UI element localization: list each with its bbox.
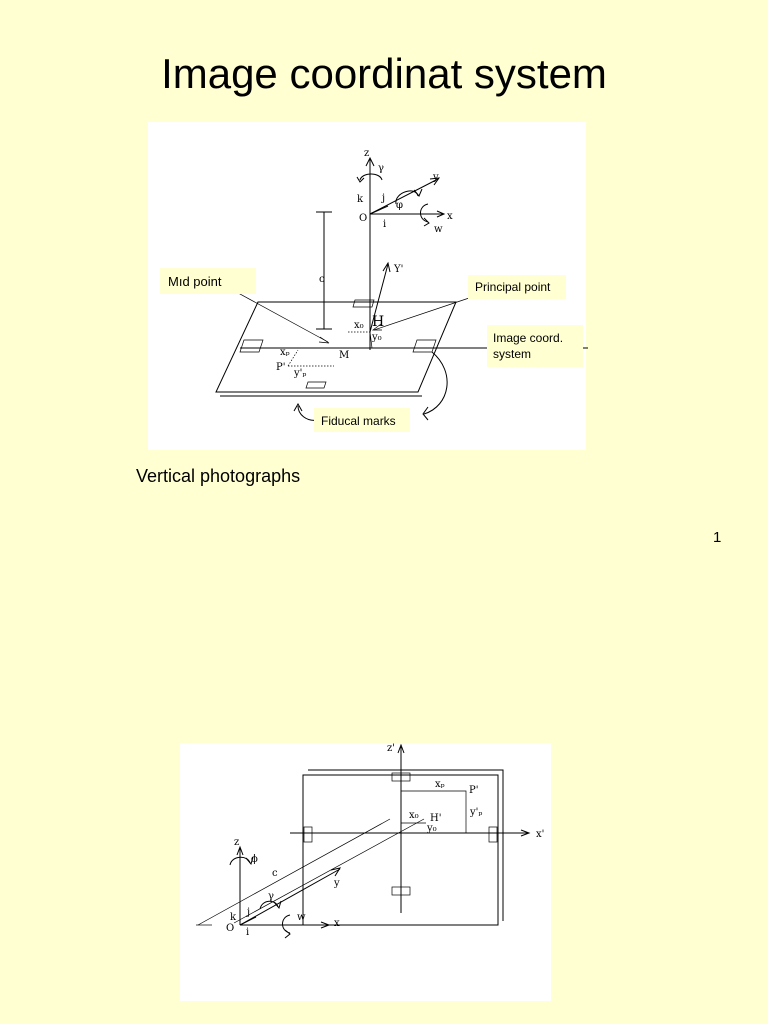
projection-line-lower xyxy=(233,818,425,924)
gamma-arrow xyxy=(356,176,365,183)
image-coord-diagram: z' x' xₚ P' y'ₚ x₀ H' y₀ c z ϕ y γ xyxy=(180,743,551,1001)
y0-line xyxy=(369,331,373,349)
page-number: 1 xyxy=(713,529,722,546)
j-label: j xyxy=(381,193,385,204)
mid-point-label: Mıd point xyxy=(168,274,222,289)
x-label-2: x xyxy=(334,918,340,929)
xprime-label: x' xyxy=(536,829,544,840)
fiducial-arc-right-arrow xyxy=(422,406,429,421)
fiducial-arc-left-arrow xyxy=(293,402,303,412)
zprime-arrow xyxy=(397,743,405,754)
phi-arrow-2 xyxy=(245,856,254,866)
z-label-2: z xyxy=(234,837,239,848)
y-axis-arrow xyxy=(429,177,441,186)
hprime-label: H' xyxy=(430,813,441,824)
x-label: x xyxy=(447,211,453,222)
fiducial-mark-left xyxy=(239,339,264,353)
p-label: P' xyxy=(276,362,285,373)
y0-label: y₀ xyxy=(371,332,382,343)
fiducial-mark-bottom xyxy=(305,381,327,389)
origin-label-2: O xyxy=(226,923,234,934)
fiducial-mark-right xyxy=(412,339,437,353)
fiducial-arc-right xyxy=(423,351,448,415)
fiducial-left xyxy=(303,826,313,843)
k-label: k xyxy=(357,194,364,205)
xp-label: xₚ xyxy=(280,347,290,358)
system-label: system xyxy=(493,347,531,361)
w-label-2: w xyxy=(297,912,306,923)
j-vector-2 xyxy=(239,916,257,926)
fiducial-right xyxy=(488,826,498,843)
vertical-photo-diagram: z γ y φ x w k j i O c Y' xyxy=(148,122,588,450)
yp-label: y'ₚ xyxy=(293,368,306,379)
photo-plane xyxy=(215,301,457,393)
y0-label-2: y₀ xyxy=(426,823,437,834)
j-label-2: j xyxy=(246,907,250,918)
z-axis-arrow xyxy=(365,156,375,167)
principal-point-label: Principal point xyxy=(475,280,551,294)
z-label: z xyxy=(364,148,369,159)
image-coord-svg: z' x' xₚ P' y'ₚ x₀ H' y₀ c z ϕ y γ xyxy=(196,743,544,939)
pprime-label: P' xyxy=(469,785,478,796)
x0-label-2: x₀ xyxy=(409,810,419,821)
w-rotation-arc xyxy=(420,203,429,223)
yp-label-2: y'ₚ xyxy=(469,807,482,818)
xp-label-2: xₚ xyxy=(435,779,445,790)
principal-point-box xyxy=(468,275,566,299)
fiducal-marks-label: Fiducal marks xyxy=(321,414,396,428)
p-dotted-v xyxy=(287,349,299,367)
z-arrow-2 xyxy=(236,845,244,856)
mid-point-callout-arrow xyxy=(318,336,330,344)
origin-label: O xyxy=(359,213,367,224)
image-coord-label: Image coord. xyxy=(493,331,563,345)
phi-label: φ xyxy=(396,200,403,211)
y-axis-2 xyxy=(239,868,341,926)
image-frame-shadow xyxy=(308,769,504,921)
principal-point-callout-arrow xyxy=(371,323,382,331)
w-arrow xyxy=(423,217,430,227)
y-axis-line xyxy=(369,178,439,215)
phi-arrow xyxy=(413,188,423,197)
gamma-label-2: γ xyxy=(268,891,274,902)
y-label-2: y xyxy=(333,878,340,889)
w-arc-2 xyxy=(282,914,291,934)
h-label: H xyxy=(372,314,384,330)
yprime-axis-line xyxy=(369,263,389,333)
fiducal-marks-box xyxy=(314,408,410,432)
i-label: i xyxy=(383,219,386,230)
fiducial-mark-top xyxy=(352,299,375,308)
mid-point-box xyxy=(160,268,256,294)
x-axis-arrow xyxy=(436,210,446,218)
vertical-photo-svg: z γ y φ x w k j i O c Y' xyxy=(160,148,588,432)
phi-label-2: ϕ xyxy=(251,854,258,865)
y-arrow-2 xyxy=(330,867,342,877)
principal-point-callout xyxy=(373,294,479,331)
x-arrow-2 xyxy=(320,921,331,929)
xprime-arrow xyxy=(520,829,531,837)
p-box xyxy=(401,790,467,833)
c-label-2: c xyxy=(272,868,278,879)
j-vector xyxy=(369,205,389,215)
projection-line-upper xyxy=(197,818,391,926)
w-arrow-2 xyxy=(284,929,291,939)
gamma-rotation-arc xyxy=(359,173,383,181)
zprime-label: z' xyxy=(387,743,395,754)
k-label-2: k xyxy=(230,912,237,923)
c-label: c xyxy=(319,274,325,285)
gamma-arrow-2 xyxy=(273,900,282,910)
yprime-arrow xyxy=(382,261,391,273)
slide-title: Image coordinat system xyxy=(161,50,607,97)
y-label: y xyxy=(432,172,439,183)
diagram-caption: Vertical photographs xyxy=(136,466,301,486)
i-label-2: i xyxy=(246,927,249,938)
m-label: M xyxy=(339,350,349,361)
x0-label: x₀ xyxy=(354,320,364,331)
w-label: w xyxy=(434,224,443,235)
yprime-label: Y' xyxy=(393,264,403,275)
image-coord-box xyxy=(487,325,583,367)
gamma-label: γ xyxy=(378,163,384,174)
